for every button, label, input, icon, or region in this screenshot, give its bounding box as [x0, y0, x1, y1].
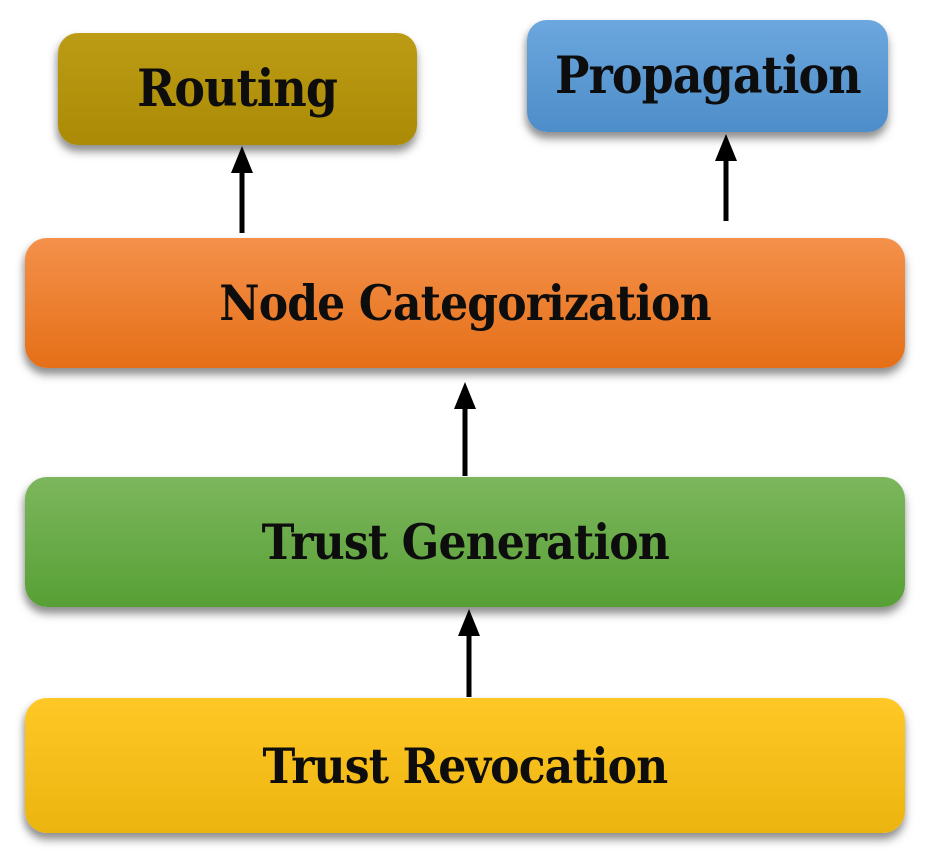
node-categorization-label: Node Categorization: [219, 274, 711, 332]
node-trust-generation-label: Trust Generation: [261, 513, 669, 571]
node-categorization: Node Categorization: [25, 238, 905, 368]
node-routing: Routing: [58, 33, 417, 145]
node-propagation: Propagation: [527, 20, 888, 132]
node-trust-revocation: Trust Revocation: [25, 698, 905, 833]
node-routing-label: Routing: [137, 59, 339, 119]
arrow-categorization-to-propagation-icon: [715, 134, 737, 221]
node-trust-generation: Trust Generation: [25, 477, 905, 607]
node-trust-revocation-label: Trust Revocation: [262, 736, 669, 795]
arrow-categorization-to-routing-icon: [231, 146, 253, 233]
arrow-generation-to-categorization-icon: [454, 382, 476, 476]
node-propagation-label: Propagation: [554, 46, 862, 106]
arrow-revocation-to-generation-icon: [458, 609, 480, 697]
